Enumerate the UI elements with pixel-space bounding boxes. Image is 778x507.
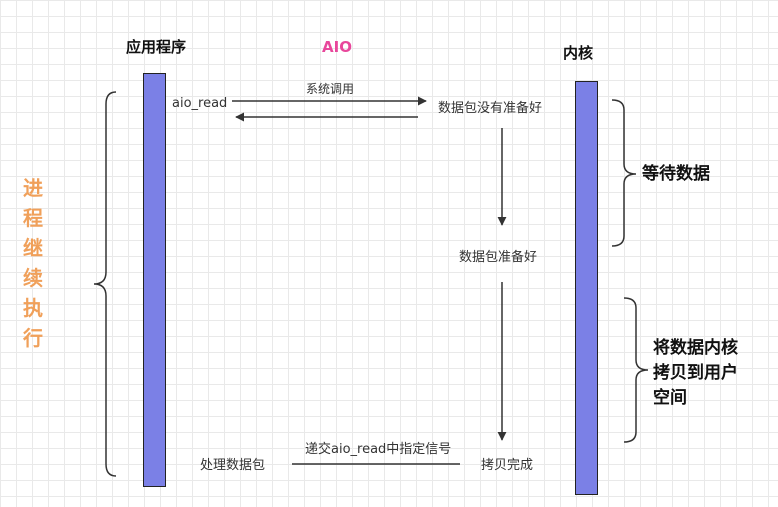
kernel-header: 内核 [563, 44, 594, 62]
application-lifeline [143, 73, 166, 487]
handle-packet-label: 处理数据包 [200, 458, 266, 473]
copy-phase-line-3: 空间 [653, 388, 687, 408]
kernel-lifeline [575, 81, 598, 495]
copy-brace [623, 297, 649, 443]
data-ready-label: 数据包准备好 [459, 250, 538, 265]
signal-label: 递交aio_read中指定信号 [305, 442, 452, 457]
application-header: 应用程序 [126, 38, 187, 56]
copy-phase-line-2: 拷贝到用户 [653, 363, 738, 383]
copy-phase-line-1: 将数据内核 [653, 338, 738, 358]
wait-data-label: 等待数据 [642, 164, 710, 184]
process-continues-label: 进程继续执行 [23, 176, 43, 350]
data-not-ready-label: 数据包没有准备好 [438, 101, 543, 116]
copy-done-label: 拷贝完成 [481, 458, 534, 473]
diagram-title: AIO [322, 38, 352, 56]
syscall-label: 系统调用 [306, 82, 355, 96]
left-brace [93, 91, 117, 477]
wait-brace [611, 99, 637, 247]
aio-read-label: aio_read [172, 96, 228, 111]
